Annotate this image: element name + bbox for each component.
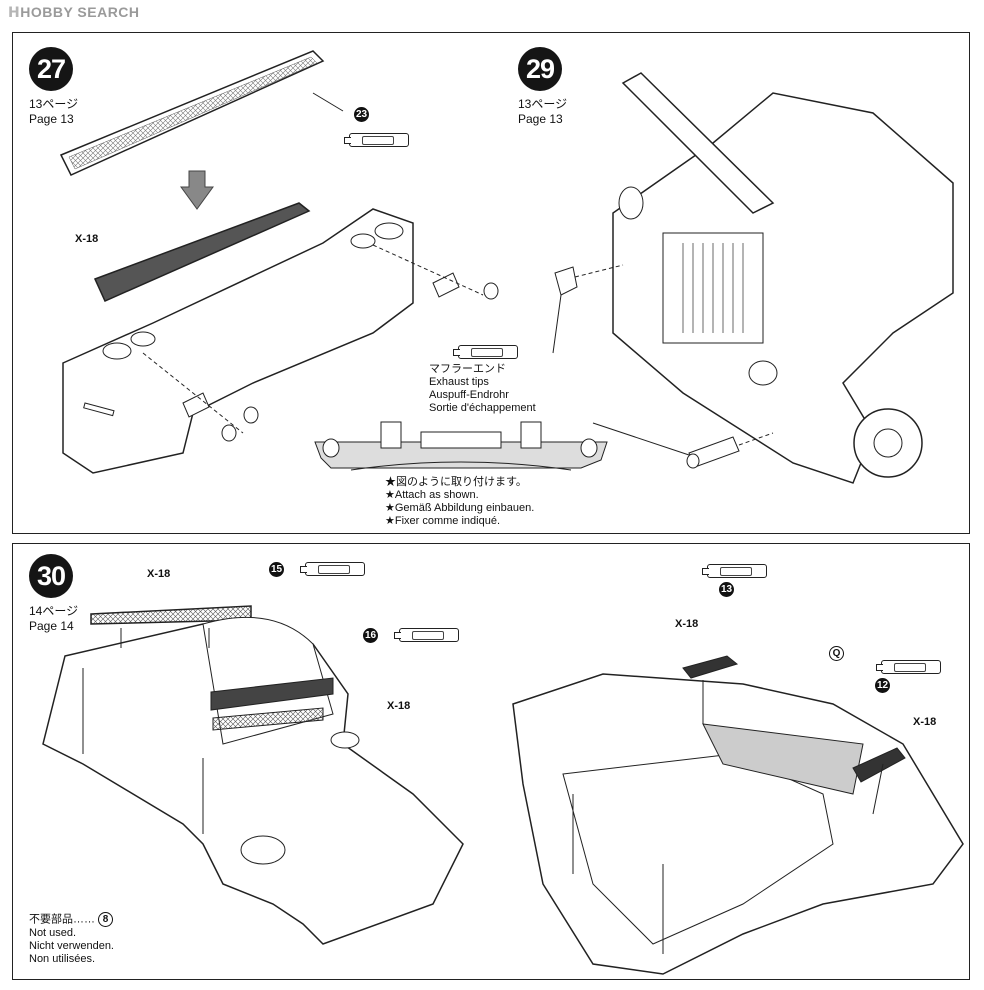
attach-note-de: ★Gemäß Abbildung einbauen. (385, 502, 535, 514)
attach-note-en: ★Attach as shown. (385, 489, 479, 501)
cement-tube-icon-5 (702, 564, 767, 578)
cement-tube-icon-4 (394, 628, 459, 642)
part-q-marker: Q (829, 646, 844, 661)
step-30-page-ref: 14ページ Page 14 (29, 604, 78, 634)
cement-tube-icon (344, 133, 409, 147)
step-30-x18-label-c: X-18 (675, 618, 699, 630)
step-30-badge: 30 (29, 554, 73, 598)
watermark-text: HOBBY SEARCH (20, 4, 140, 20)
cement-tube-icon-6 (876, 660, 941, 674)
unused-parts-fr: Non utilisées. (29, 953, 96, 965)
step-30-x18-label-a: X-18 (147, 568, 171, 580)
instruction-panel-top: 27 13ページ Page 13 23 X-18 (12, 32, 970, 534)
muffler-label-en: Exhaust tips (429, 376, 489, 388)
attach-note: ★図のように取り付けます。 ★Attach as shown. ★Gemäß A… (385, 476, 534, 528)
cement-tube-icon-2 (453, 345, 518, 359)
part-8-marker: 8 (98, 912, 114, 927)
instruction-panel-bottom: 30 14ページ Page 14 X-18 15 16 X-18 不要部品…… (12, 543, 970, 980)
step-27-page-jp: 13ページ (29, 97, 79, 111)
step-30-x18-label-d: X-18 (913, 716, 937, 728)
muffler-label-jp: マフラーエンド (429, 363, 506, 375)
unused-parts-de: Nicht verwenden. (29, 940, 114, 952)
step-29-page-jp: 13ページ (518, 97, 568, 111)
step-30-right-illustration (512, 655, 964, 975)
unused-parts-jp: 不要部品…… 8 (29, 912, 114, 927)
step-29-page-en: Page 13 (518, 112, 563, 126)
unused-parts-jp-text: 不要部品…… (29, 913, 95, 926)
muffler-label-fr: Sortie d'échappement (429, 402, 536, 414)
attach-note-jp: ★図のように取り付けます。 (385, 476, 527, 488)
step-29-badge: 29 (518, 47, 562, 91)
unused-parts-note: 不要部品…… 8 Not used. Nicht verwenden. Non … (29, 912, 114, 966)
step-27-page-en: Page 13 (29, 112, 74, 126)
part-16-marker: 16 (363, 628, 378, 643)
step-29-illustration (552, 72, 954, 484)
muffler-assembly-detail (314, 421, 608, 471)
watermark: HHOBBY SEARCH (8, 4, 140, 21)
step-30-page-en: Page 14 (29, 619, 74, 633)
step-27-illustration (59, 50, 499, 474)
step-27-badge: 27 (29, 47, 73, 91)
unused-parts-en: Not used. (29, 927, 77, 939)
part-23-marker: 23 (354, 107, 369, 122)
step-27-x18-label: X-18 (75, 233, 99, 245)
step-30-page-jp: 14ページ (29, 604, 79, 618)
watermark-logo: H (8, 5, 21, 21)
step-27-page-ref: 13ページ Page 13 (29, 97, 78, 127)
step-29-page-ref: 13ページ Page 13 (518, 97, 567, 127)
step-30-x18-label-b: X-18 (387, 700, 411, 712)
muffler-label-de: Auspuff-Endrohr (429, 389, 509, 401)
muffler-callout: マフラーエンド Exhaust tips Auspuff-Endrohr Sor… (429, 363, 536, 415)
step-30-left-illustration (42, 605, 464, 945)
part-13-marker: 13 (719, 582, 734, 597)
cement-tube-icon-3 (300, 562, 365, 576)
part-12-marker: 12 (875, 678, 890, 693)
part-15-marker: 15 (269, 562, 284, 577)
attach-note-fr: ★Fixer comme indiqué. (385, 515, 501, 527)
